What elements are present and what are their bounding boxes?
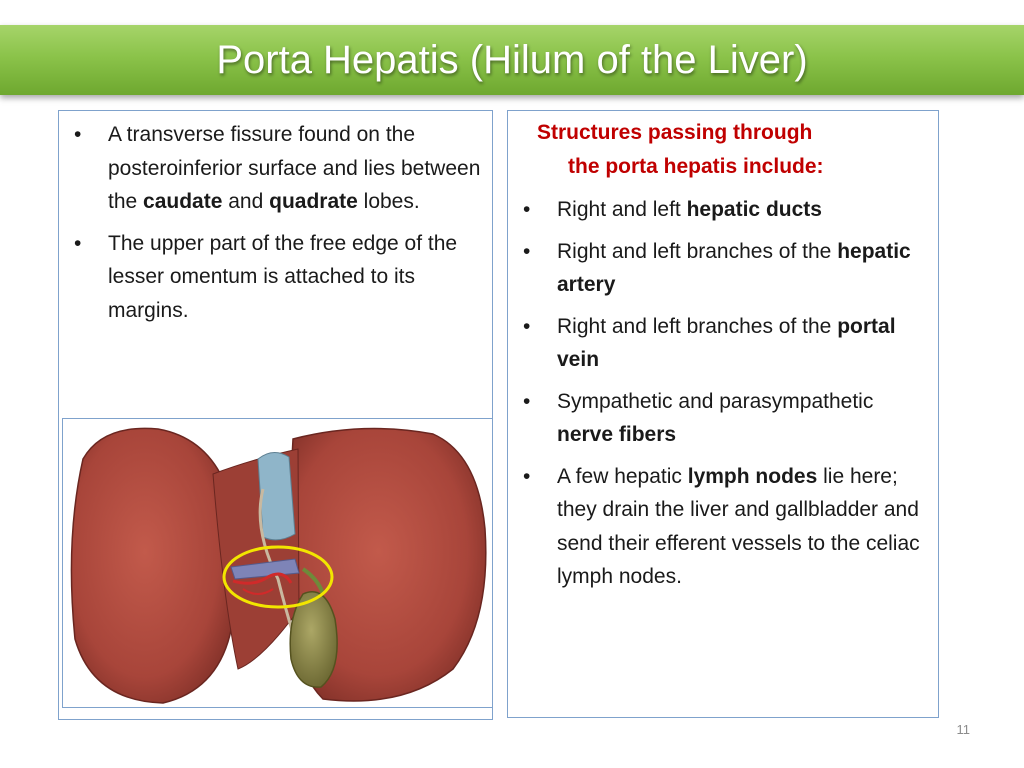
hepatic-artery — [232, 572, 293, 585]
structures-list: • Right and left hepatic ducts • Right a… — [523, 193, 932, 602]
bullet-icon: • — [523, 464, 531, 488]
structure-item: • Right and left branches of the hepatic… — [523, 235, 932, 302]
bullet-icon: • — [523, 239, 531, 263]
porta-hepatis-highlight — [222, 545, 334, 609]
right-text-box — [507, 110, 939, 718]
structure-item: • A few hepatic lymph nodes lie here; th… — [523, 460, 932, 594]
left-bullet-item: • The upper part of the free edge of the… — [74, 227, 483, 328]
title-bar: Porta Hepatis (Hilum of the Liver) — [0, 25, 1024, 95]
liver-drawing — [70, 427, 487, 704]
bullet-icon: • — [74, 231, 82, 255]
liver-left-lobe — [70, 427, 235, 704]
hepatic-artery-branch — [242, 588, 274, 595]
structure-item: • Right and left hepatic ducts — [523, 193, 932, 227]
bullet-icon: • — [523, 314, 531, 338]
left-bullet-item: • A transverse fissure found on the post… — [74, 118, 483, 219]
gallbladder — [289, 591, 338, 688]
structures-heading: Structures passing through the porta hep… — [537, 121, 824, 178]
liver-illustration — [62, 418, 493, 708]
structure-item: • Sympathetic and parasympathetic nerve … — [523, 385, 932, 452]
slide-title: Porta Hepatis (Hilum of the Liver) — [216, 38, 808, 82]
inferior-vena-cava — [257, 452, 296, 541]
left-bullet-list: • A transverse fissure found on the post… — [74, 118, 483, 335]
bile-duct — [301, 567, 325, 595]
bullet-icon: • — [523, 389, 531, 413]
slide-number: 11 — [956, 722, 971, 737]
bullet-icon: • — [74, 123, 82, 146]
left-text-box — [58, 110, 493, 720]
bullet-icon: • — [523, 198, 531, 221]
structure-item: • Right and left branches of the portal … — [523, 310, 932, 377]
